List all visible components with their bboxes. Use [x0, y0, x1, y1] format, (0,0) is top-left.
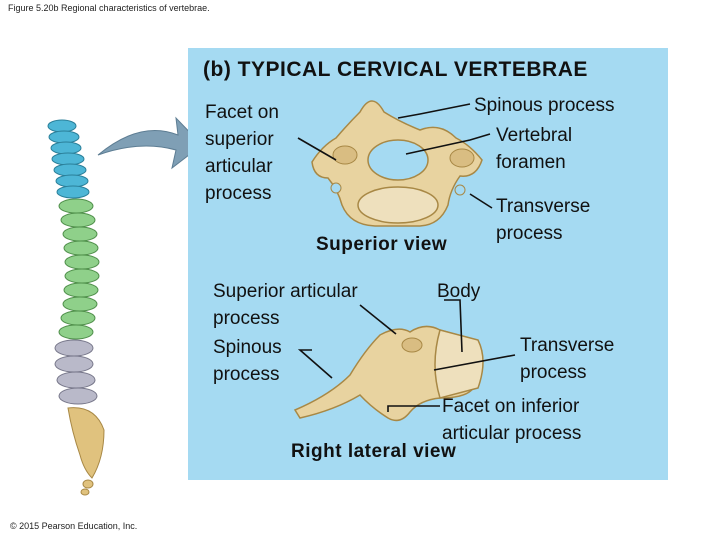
leader-facet-inferior: [387, 405, 440, 412]
spine-column: [47, 119, 105, 496]
superior-view-vertebra: [311, 100, 483, 227]
leader-superior-articular: [359, 304, 397, 335]
leader-lines: [297, 103, 516, 412]
lateral-body-block: [434, 329, 484, 399]
lateral-articular-facet: [401, 337, 423, 353]
lateral-view-vertebra: [293, 325, 484, 422]
lateral-view-label: Right lateral view: [291, 441, 457, 462]
vertebral-body: [357, 186, 439, 224]
label-spinous-process-lateral: Spinous process: [213, 337, 282, 385]
leader-spinous-superior: [397, 103, 471, 119]
diagram-panel: [188, 48, 668, 480]
thoracic-region: [58, 198, 100, 340]
leader-transverse-lateral: [433, 354, 516, 371]
label-body: Body: [437, 281, 481, 302]
copyright-notice: © 2015 Pearson Education, Inc.: [10, 521, 138, 531]
superior-articular-facet-left: [332, 145, 358, 165]
transverse-foramen-right: [454, 184, 466, 196]
cervical-region: [47, 119, 90, 199]
panel-title: (b) TYPICAL CERVICAL VERTEBRAE: [203, 58, 588, 81]
leader-body: [444, 299, 463, 353]
label-facet-inferior-articular: Facet on inferior articular process: [442, 396, 582, 444]
sacrum-region: [67, 407, 105, 496]
leader-spinous-lateral: [297, 349, 333, 379]
label-facet-superior-articular: Facet on superior articular process: [205, 102, 279, 204]
vertebral-foramen: [367, 139, 429, 181]
label-transverse-process-lateral: Transverse process: [520, 335, 615, 383]
transverse-foramen-left: [330, 182, 342, 194]
label-superior-articular-process: Superior articular process: [213, 281, 358, 329]
label-transverse-process-superior: Transverse process: [496, 196, 591, 244]
lumbar-region: [54, 339, 98, 405]
leader-vertebral-foramen: [405, 133, 491, 155]
label-spinous-process-superior: Spinous process: [474, 95, 615, 116]
figure-caption: Figure 5.20b Regional characteristics of…: [8, 3, 210, 13]
label-vertebral-foramen: Vertebral foramen: [496, 125, 573, 173]
leader-facet-superior: [297, 137, 337, 161]
leader-transverse-superior: [469, 193, 493, 209]
superior-view-label: Superior view: [316, 234, 448, 255]
superior-articular-facet-right: [449, 148, 475, 168]
